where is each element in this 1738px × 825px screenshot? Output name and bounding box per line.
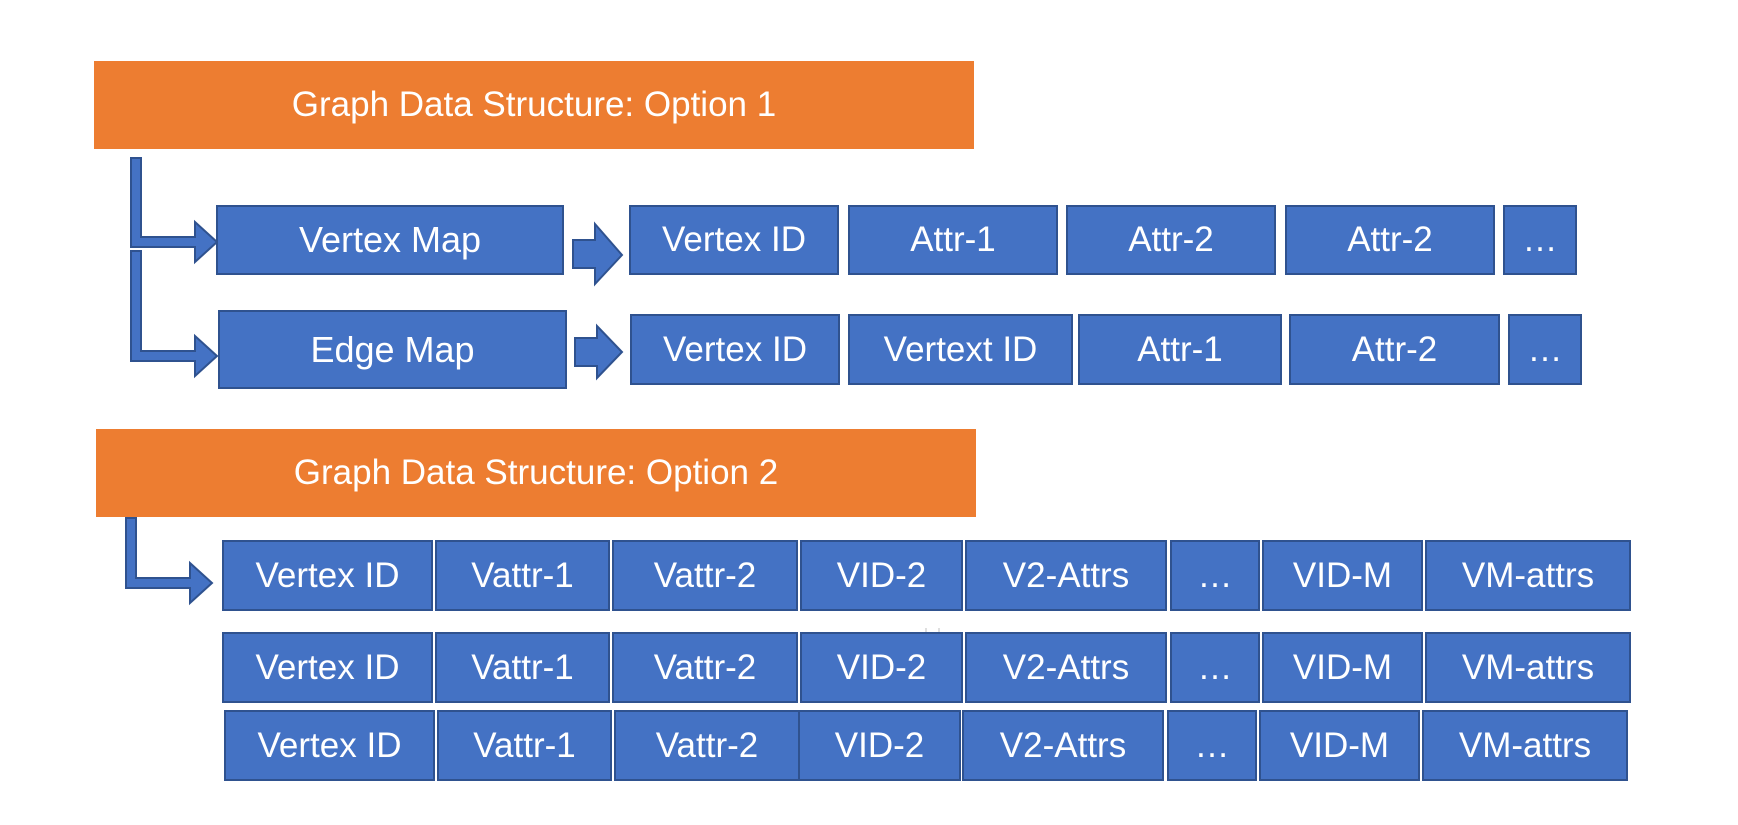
edge-row-cell-4: Attr-2: [1289, 314, 1500, 385]
option2-row-2-cell-2: Vattr-1: [435, 632, 610, 703]
option1-title-banner: Graph Data Structure: Option 1: [94, 61, 974, 149]
edge-map-box: Edge Map: [218, 310, 567, 389]
option2-row-1-cell-3: Vattr-2: [612, 540, 798, 611]
elbow-arrow-edge-map: [130, 250, 219, 379]
option2-row-3-cell-8: VM-attrs: [1422, 710, 1628, 781]
option2-row-2-cell-8: VM-attrs: [1425, 632, 1631, 703]
elbow-arrow-vertex-map: [130, 157, 219, 265]
option2-row-2-cell-1: Vertex ID: [222, 632, 433, 703]
edge-row-cell-5: …: [1508, 314, 1582, 385]
vertex-row-cell-2: Attr-1: [848, 205, 1058, 275]
option2-row-1-cell-6: …: [1170, 540, 1260, 611]
option2-row-3-cell-3: Vattr-2: [614, 710, 800, 781]
edge-row-cell-1: Vertex ID: [630, 314, 840, 385]
option2-row-1-cell-1: Vertex ID: [222, 540, 433, 611]
option2-title: Graph Data Structure: Option 2: [293, 453, 779, 492]
option2-row-1-cell-2: Vattr-1: [435, 540, 610, 611]
block-arrow-vertex-row: [572, 221, 624, 287]
vertex-row-cell-4: Attr-2: [1285, 205, 1495, 275]
option2-row-1-cell-8: VM-attrs: [1425, 540, 1631, 611]
vertex-row-cell-3: Attr-2: [1066, 205, 1276, 275]
elbow-arrow-option2-rows: [125, 517, 214, 606]
edge-map-label: Edge Map: [310, 328, 475, 370]
block-arrow-edge-row: [574, 323, 624, 381]
option2-row-3-cell-2: Vattr-1: [437, 710, 612, 781]
option2-row-2-cell-6: …: [1170, 632, 1260, 703]
option2-row-3-cell-1: Vertex ID: [224, 710, 435, 781]
option2-row-2-cell-4: VID-2: [800, 632, 963, 703]
vertex-map-label: Vertex Map: [298, 219, 482, 260]
option2-row-3-cell-4: VID-2: [798, 710, 961, 781]
option2-row-1-cell-5: V2-Attrs: [965, 540, 1167, 611]
vertex-map-box: Vertex Map: [216, 205, 564, 275]
option2-row-3-cell-7: VID-M: [1259, 710, 1420, 781]
option2-title-banner: Graph Data Structure: Option 2: [96, 429, 976, 517]
option1-title: Graph Data Structure: Option 1: [291, 85, 777, 124]
vertex-row-cell-5: …: [1503, 205, 1577, 275]
option2-row-2-cell-5: V2-Attrs: [965, 632, 1167, 703]
vertex-row-cell-1: Vertex ID: [629, 205, 839, 275]
edge-row-cell-3: Attr-1: [1078, 314, 1282, 385]
option2-row-1-cell-7: VID-M: [1262, 540, 1423, 611]
option2-row-1-cell-4: VID-2: [800, 540, 963, 611]
option2-row-3-cell-6: …: [1167, 710, 1257, 781]
edge-row-cell-2: Vertext ID: [848, 314, 1073, 385]
option2-row-2-cell-7: VID-M: [1262, 632, 1423, 703]
option2-row-2-cell-3: Vattr-2: [612, 632, 798, 703]
option2-row-3-cell-5: V2-Attrs: [962, 710, 1164, 781]
